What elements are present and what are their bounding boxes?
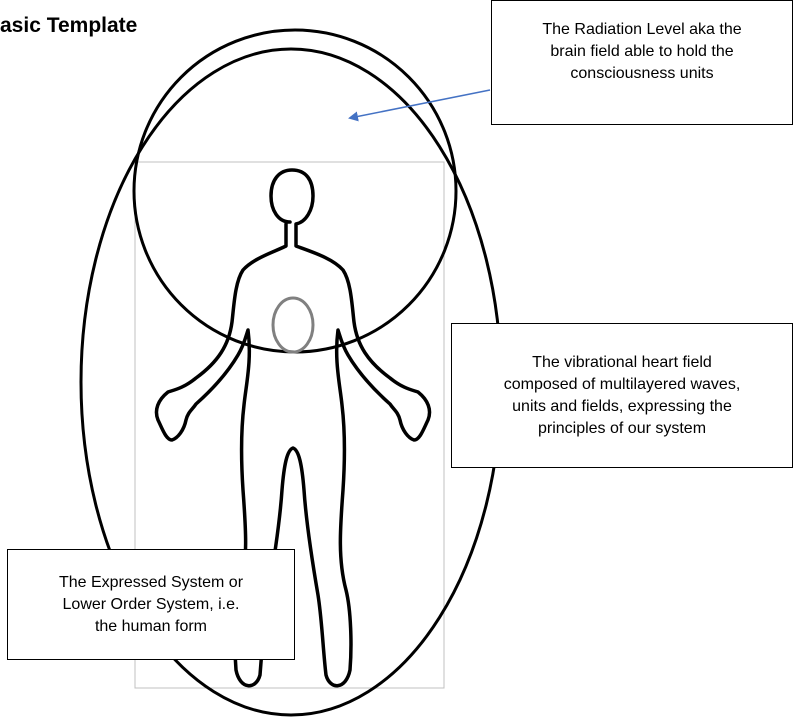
head-field-circle	[132, 28, 458, 354]
human-body-outline	[154, 168, 432, 688]
radiation-arrow	[348, 89, 491, 122]
radiation-level-callout: The Radiation Level aka the brain field …	[491, 0, 793, 125]
page-title: asic Template	[0, 14, 138, 37]
expressed-system-text: The Expressed System or Lower Order Syst…	[58, 573, 244, 635]
heart-field-text: The vibrational heart field composed of …	[503, 353, 741, 437]
figure-frame	[134, 161, 445, 689]
heart-field-callout: The vibrational heart field composed of …	[451, 323, 793, 468]
heart-field-oval	[271, 296, 315, 354]
radiation-level-text: The Radiation Level aka the brain field …	[542, 21, 742, 82]
expressed-system-callout: The Expressed System or Lower Order Syst…	[7, 549, 295, 660]
